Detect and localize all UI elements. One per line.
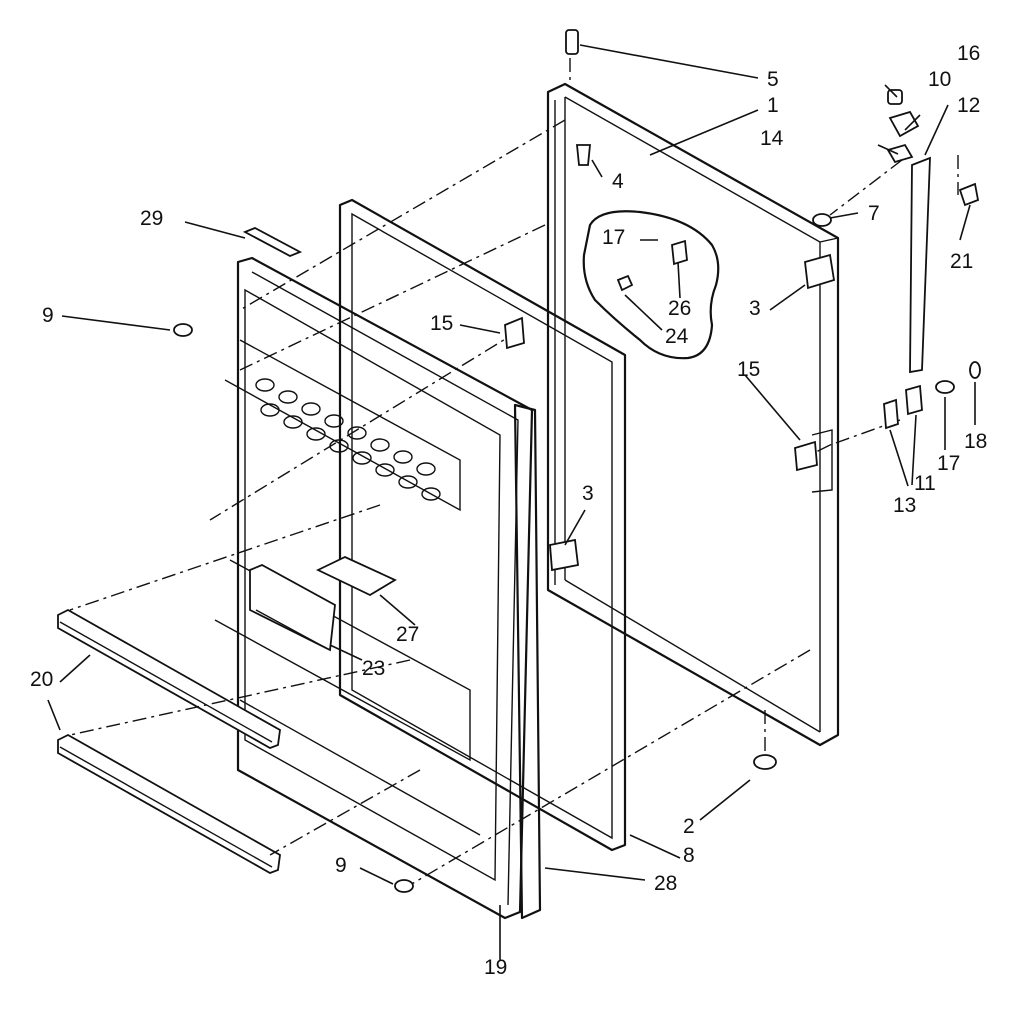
callout-24: 24 (665, 325, 689, 348)
callout-29: 29 (140, 207, 163, 230)
callout-18: 18 (964, 430, 987, 453)
door-shelf-upper (57, 608, 281, 749)
egg-tray (255, 378, 441, 501)
breaker-strip (513, 403, 542, 920)
callout-4: 4 (612, 170, 624, 193)
callout-17-hinge: 17 (937, 452, 960, 475)
callout-19: 19 (484, 956, 507, 979)
callout-3-left: 3 (582, 482, 594, 505)
callout-8: 8 (683, 844, 695, 867)
callout-2: 2 (683, 815, 695, 838)
callout-11: 11 (914, 472, 936, 495)
cup-holder (315, 556, 397, 597)
outer-door-panel (546, 82, 840, 747)
callout-23: 23 (362, 657, 385, 680)
callout-17-cutaway: 17 (602, 226, 625, 249)
callout-21: 21 (950, 250, 973, 273)
callout-7: 7 (868, 202, 880, 225)
callout-26: 26 (668, 297, 691, 320)
cover-clip (958, 182, 980, 207)
assembly-lines (69, 58, 959, 886)
callout-10: 10 (928, 68, 951, 91)
callout-28: 28 (654, 872, 677, 895)
callout-20: 20 (30, 668, 53, 691)
door-small-parts (173, 29, 836, 893)
hinge-pin-top (886, 89, 920, 164)
hinge-bottom-parts (883, 361, 981, 430)
hinge-bar (909, 156, 931, 374)
callout-15-center: 15 (430, 312, 453, 335)
callout-3-right: 3 (749, 297, 761, 320)
callout-14: 14 (760, 127, 784, 150)
callout-9-upper: 9 (42, 304, 54, 327)
callout-27: 27 (396, 623, 419, 646)
leader-lines (47, 44, 976, 960)
door-gasket (338, 198, 627, 852)
callout-16: 16 (957, 42, 980, 65)
callout-13: 13 (893, 494, 916, 517)
callout-15-right: 15 (737, 358, 760, 381)
callout-9-lower: 9 (335, 854, 347, 877)
callout-1: 1 (767, 94, 779, 117)
door-shelf-lower (57, 733, 281, 874)
callout-12: 12 (957, 94, 980, 117)
callout-5: 5 (767, 68, 779, 91)
callout-labels: 1 2 3 3 4 5 7 8 9 9 10 11 12 13 14 15 15… (30, 42, 987, 979)
butter-door (249, 564, 336, 652)
cutaway-detail (582, 210, 720, 360)
